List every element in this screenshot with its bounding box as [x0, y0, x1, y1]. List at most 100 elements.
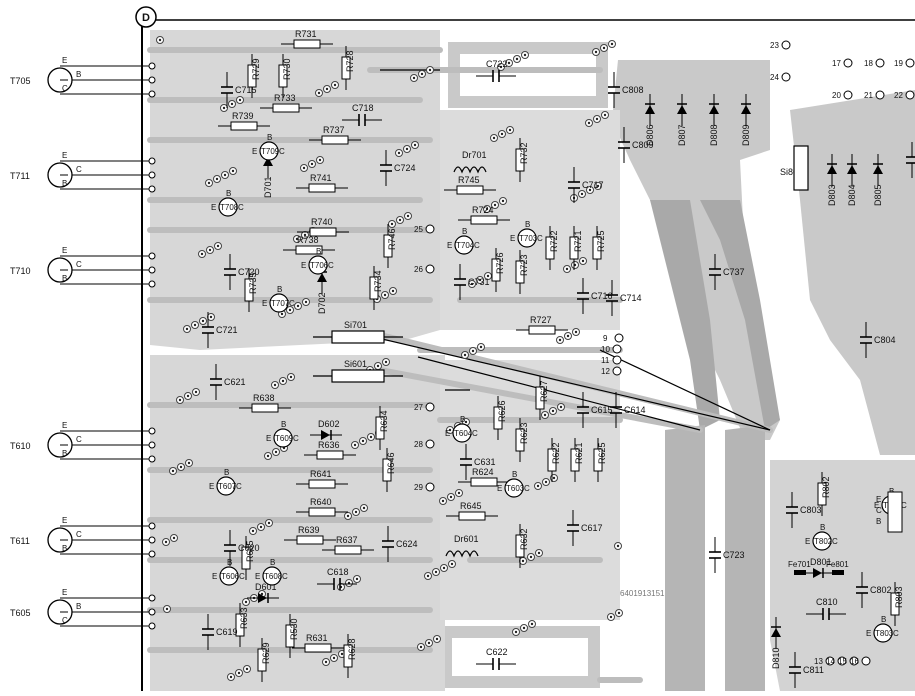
resistor-body	[515, 260, 525, 284]
transistor-body	[454, 235, 474, 255]
connection-point-25: 25	[414, 225, 423, 234]
solder-hole	[537, 551, 541, 555]
connection-point-23: 23	[770, 41, 779, 50]
solder-hole	[486, 274, 490, 278]
solder-hole	[581, 259, 585, 263]
resistor-body	[890, 592, 900, 616]
resistor-r730: R730	[278, 54, 292, 98]
resistor-body	[383, 234, 393, 258]
solder-hole	[434, 570, 438, 574]
resistor-r633: R633	[235, 603, 249, 647]
connection-pad-29	[425, 482, 435, 492]
connection-pad	[148, 171, 156, 179]
resistor-body	[456, 185, 484, 195]
transistor-label: T710	[10, 266, 31, 276]
solder-hole	[419, 645, 423, 649]
transistor-body	[273, 428, 293, 448]
resistor-body	[278, 64, 288, 88]
pin-e: E	[447, 241, 452, 250]
sheet-letter-circle	[135, 6, 157, 28]
solder-hole	[216, 244, 220, 248]
capacitor-label: C621	[224, 377, 246, 387]
diode-triangle	[813, 568, 822, 578]
solder-hole	[333, 83, 337, 87]
solder-hole	[280, 312, 284, 316]
fuse-body	[331, 369, 385, 383]
connection-point-13: 13	[814, 657, 823, 666]
transistor-body	[873, 623, 893, 643]
solder-hole	[222, 106, 226, 110]
pin-e: E	[510, 234, 515, 243]
pin-e: E	[301, 261, 306, 270]
inductor-coil	[445, 550, 479, 558]
pin-b: B	[226, 189, 231, 198]
resistor-body	[592, 236, 602, 260]
diode-label: D601	[255, 582, 277, 592]
resistor-label: R633	[239, 607, 249, 629]
solder-hole	[602, 46, 606, 50]
pin-c: C	[239, 572, 245, 581]
transistor-label: T607	[218, 482, 237, 491]
resistor-r726: R726	[491, 248, 505, 292]
solder-hole	[523, 53, 527, 57]
resistor-r724: R724	[458, 205, 510, 225]
connection-pad-23	[781, 40, 791, 50]
connector-pin-e: E	[876, 495, 881, 504]
capacitor-label: C720	[238, 267, 260, 277]
solder-hole	[580, 192, 584, 196]
wire-link	[364, 334, 771, 431]
capacitor-c721: C721	[202, 312, 238, 348]
solder-hole	[507, 61, 511, 65]
resistor-label: R632	[519, 528, 529, 550]
transistor-label: T708	[220, 203, 239, 212]
resistor-body	[241, 546, 251, 570]
solder-hole	[397, 151, 401, 155]
pin-c: C	[472, 429, 478, 438]
capacitor-c731: C731	[454, 264, 490, 300]
capacitor-label: C803	[800, 505, 822, 515]
ferrite-fe701: Fe701	[788, 560, 811, 575]
connection-pad-17	[843, 58, 853, 68]
transistor-label: T703	[519, 234, 538, 243]
resistor-body	[375, 416, 385, 440]
resistor-r628: R628	[343, 634, 357, 678]
diode-triangle	[827, 165, 837, 174]
pin-c: C	[524, 484, 530, 493]
resistor-label: R636	[318, 440, 340, 450]
pin-e: E	[805, 537, 810, 546]
diode-d806: D806	[645, 94, 655, 146]
solder-hole	[158, 38, 162, 42]
resistor-label: R627	[539, 380, 549, 402]
resistor-body	[308, 507, 336, 517]
fuse-si802-body	[793, 145, 809, 191]
pin-label-c: C	[76, 165, 82, 174]
solder-hole	[478, 278, 482, 282]
solder-hole	[435, 637, 439, 641]
resistor-label: R530	[289, 618, 299, 640]
resistor-label: R732	[519, 142, 529, 164]
resistor-label: R802	[821, 476, 831, 498]
solder-hole	[492, 136, 496, 140]
capacitor-label: C811	[803, 665, 824, 675]
solder-hole	[530, 622, 534, 626]
pin-b: B	[525, 220, 530, 229]
diode-triangle	[317, 273, 327, 282]
resistor-label: R626	[497, 400, 507, 422]
resistor-body	[343, 644, 353, 668]
solder-hole	[215, 177, 219, 181]
connection-pad	[148, 522, 156, 530]
pin-e: E	[445, 429, 450, 438]
pin-c: C	[901, 501, 907, 510]
resistor-r624: R624	[458, 467, 510, 487]
resistor-body	[535, 386, 545, 410]
solder-hole	[289, 375, 293, 379]
transistor-label: T711	[10, 171, 30, 181]
resistor-body	[309, 227, 337, 237]
pin-b: B	[267, 133, 272, 142]
resistor-body	[304, 643, 332, 653]
resistor-body	[515, 534, 525, 558]
